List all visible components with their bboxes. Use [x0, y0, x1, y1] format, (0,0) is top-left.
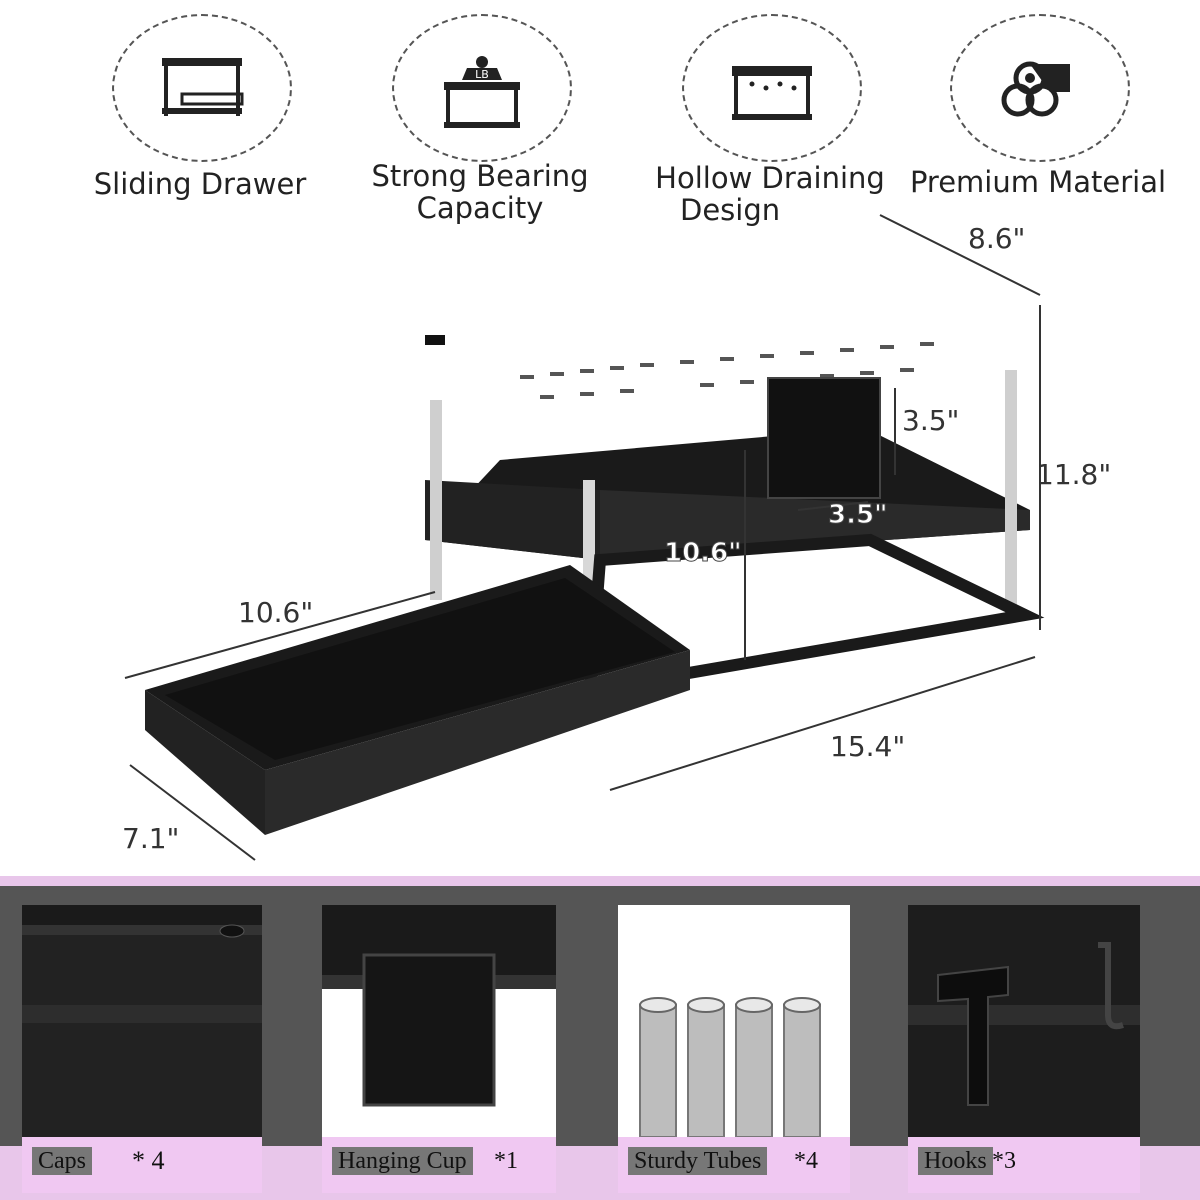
hanging-cup	[767, 377, 881, 499]
product-diagram	[124, 214, 1045, 861]
feature-label: Premium Material	[909, 165, 1167, 199]
feature-circle	[112, 14, 292, 162]
dimension-drawer-length: 10.6"	[238, 596, 314, 629]
accessory-caption: Sturdy Tubes *4	[618, 1137, 850, 1193]
hooks-photo	[908, 905, 1140, 1137]
dimension-height: 11.8"	[1036, 458, 1112, 491]
dimension-cup-width: 3.5"	[828, 500, 889, 531]
accessory-tile-caps: Caps * 4	[22, 905, 262, 1193]
leg	[1005, 370, 1017, 620]
accessory-tile-hooks: Hooks *3	[908, 905, 1140, 1193]
feature-strong-bearing: LB Strong Bearing Capacity	[350, 0, 610, 240]
drain-holes-icon	[732, 66, 812, 120]
dimension-inner-height: 10.6"	[664, 538, 743, 569]
feature-circle	[682, 14, 862, 162]
accessory-count: *1	[494, 1148, 518, 1174]
accessory-tile-sturdy-tubes: Sturdy Tubes *4	[618, 905, 850, 1193]
accessory-tile-hanging-cup: Hanging Cup *1	[322, 905, 556, 1193]
feature-sliding-drawer: Sliding Drawer	[70, 0, 330, 240]
accessory-name: Sturdy Tubes	[628, 1147, 768, 1175]
dimension-drawer-depth: 7.1"	[122, 822, 180, 855]
caps-photo	[22, 905, 262, 1137]
feature-label: Hollow Draining Design	[655, 161, 885, 227]
sturdy-tubes-photo	[618, 905, 850, 1137]
hanging-cup-photo	[322, 905, 556, 1137]
feature-circle	[950, 14, 1130, 162]
dimension-depth: 8.6"	[968, 222, 1026, 255]
accessory-count: *3	[992, 1148, 1016, 1174]
dimension-width: 15.4"	[830, 730, 906, 763]
tubes-material-icon	[1001, 61, 1070, 117]
feature-label: Strong Bearing Capacity	[371, 159, 589, 225]
feature-circle: LB	[392, 14, 572, 162]
accessory-name: Hanging Cup	[332, 1147, 473, 1175]
accessory-name: Hooks	[918, 1147, 993, 1175]
sliding-drawer-icon	[162, 58, 244, 116]
dimension-cup-height: 3.5"	[902, 404, 960, 437]
leg	[430, 400, 442, 600]
feature-premium-material: Premium Material	[908, 0, 1168, 240]
accessory-caption: Caps * 4	[22, 1137, 262, 1193]
bearing-weight-icon: LB	[444, 56, 520, 128]
accessory-caption: Hanging Cup *1	[322, 1137, 556, 1193]
accessory-name: Caps	[32, 1147, 92, 1175]
accent-stripe	[0, 876, 1200, 886]
svg-text:LB: LB	[475, 68, 489, 81]
feature-hollow-draining: Hollow Draining Design	[640, 0, 900, 240]
accessory-count: *4	[794, 1148, 818, 1174]
accessory-caption: Hooks *3	[908, 1137, 1140, 1193]
feature-label: Sliding Drawer	[93, 167, 307, 201]
accessory-count: * 4	[132, 1146, 165, 1175]
